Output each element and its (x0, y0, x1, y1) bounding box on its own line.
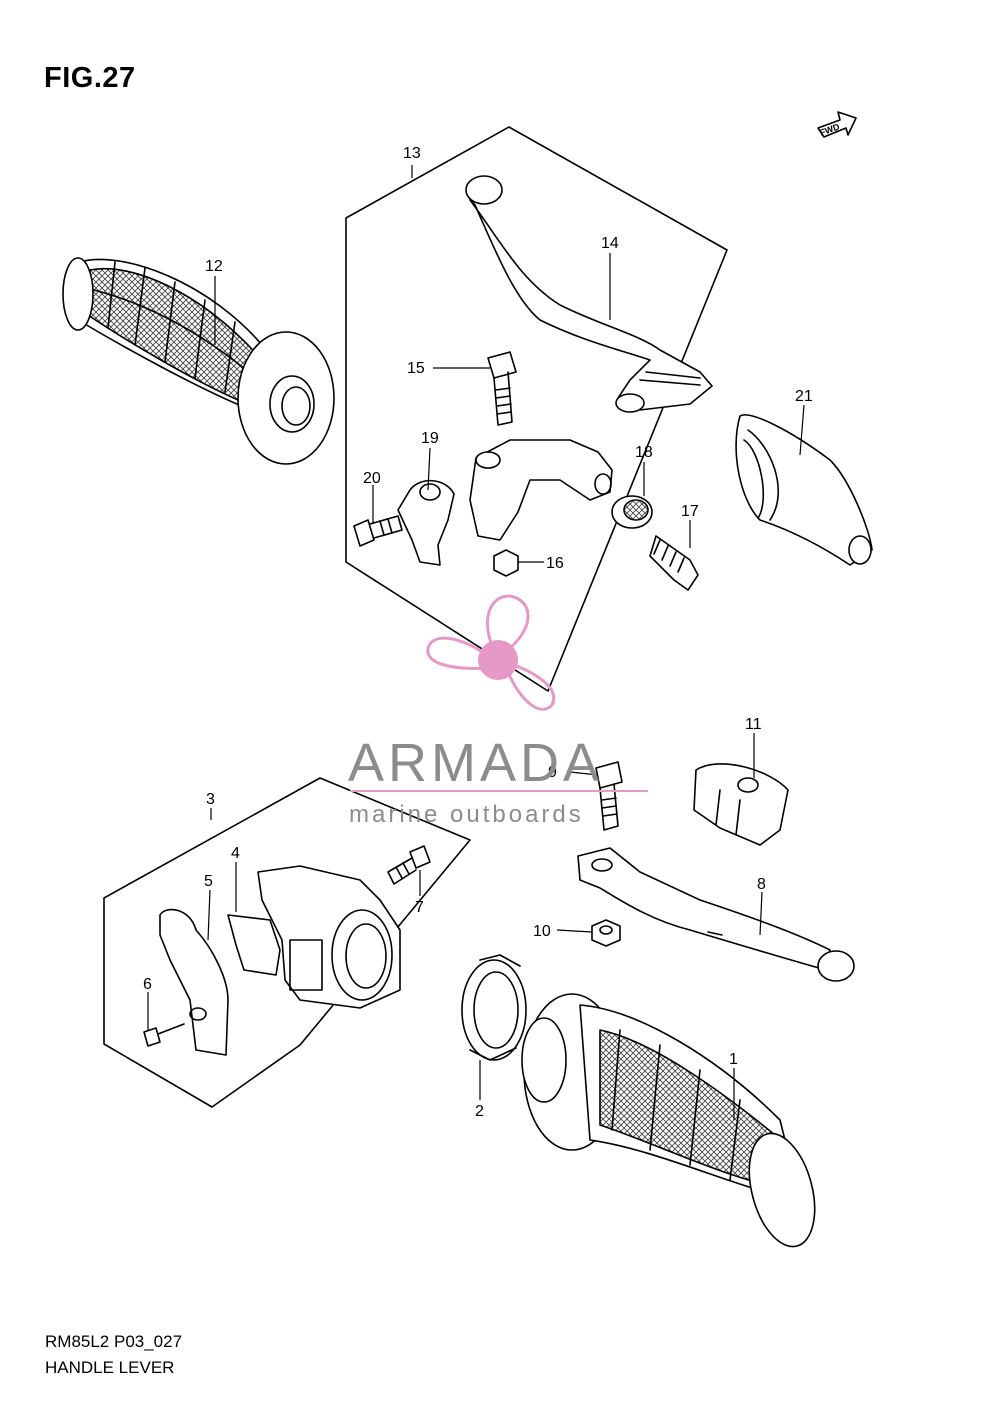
propeller-icon (426, 594, 556, 711)
figure-code: RM85L2 P03_027 (45, 1332, 183, 1351)
callout-7: 7 (415, 899, 424, 916)
clutch-bolt-icon (487, 351, 517, 426)
lever-holder-icon (469, 439, 613, 541)
figure-title: FIG.27 (44, 62, 136, 94)
callout-4: 4 (231, 845, 240, 862)
callout-11: 11 (745, 716, 762, 733)
callout-3: 3 (206, 791, 215, 808)
fwd-arrow-icon: FWD (817, 111, 857, 138)
lever-bolt-icon (595, 761, 623, 831)
left-grip-icon (62, 257, 335, 465)
callout-16: 16 (546, 555, 564, 572)
watermark: ARMADA marine outboards (348, 594, 648, 828)
callout-13: 13 (403, 145, 421, 162)
throttle-housing-box (103, 777, 471, 1108)
callout-20: 20 (363, 470, 381, 487)
housing-bolt-icon (387, 845, 431, 885)
callout-10: 10 (533, 923, 551, 940)
callout-19: 19 (421, 430, 439, 447)
callout-12: 12 (205, 258, 223, 275)
adjuster-bolt-icon (649, 535, 699, 591)
clutch-nut-icon (493, 549, 519, 577)
clutch-lever-assembly-box (345, 126, 728, 692)
brake-lever-icon (577, 847, 855, 982)
callout-2: 2 (475, 1103, 484, 1120)
clamp-icon (397, 479, 455, 566)
callout-5: 5 (204, 873, 213, 890)
callout-6: 6 (143, 976, 152, 993)
callout-8: 8 (757, 876, 766, 893)
watermark-brand: ARMADA (348, 733, 603, 793)
clutch-lever-icon (465, 175, 713, 413)
callout-1: 1 (729, 1051, 738, 1068)
throttle-ring-icon (461, 954, 527, 1061)
clutch-lever-boot-icon (735, 414, 873, 566)
callout-14: 14 (601, 235, 619, 252)
cover-screw-icon (143, 1023, 185, 1047)
housing-cover-icon (159, 908, 229, 1056)
callout-15: 15 (407, 360, 425, 377)
callout-21: 21 (795, 388, 813, 405)
lever-cover-icon (693, 763, 789, 846)
figure-name: HANDLE LEVER (45, 1358, 175, 1377)
clamp-bolt-icon (353, 515, 403, 547)
callout-17: 17 (681, 503, 699, 520)
callout-9: 9 (548, 764, 557, 781)
right-grip-icon (521, 993, 816, 1248)
callout-18: 18 (635, 444, 653, 461)
adjuster-nut-icon (611, 495, 653, 529)
watermark-tagline: marine outboards (349, 801, 584, 828)
throttle-housing-icon (227, 865, 401, 1009)
lever-nut-icon (591, 919, 621, 947)
